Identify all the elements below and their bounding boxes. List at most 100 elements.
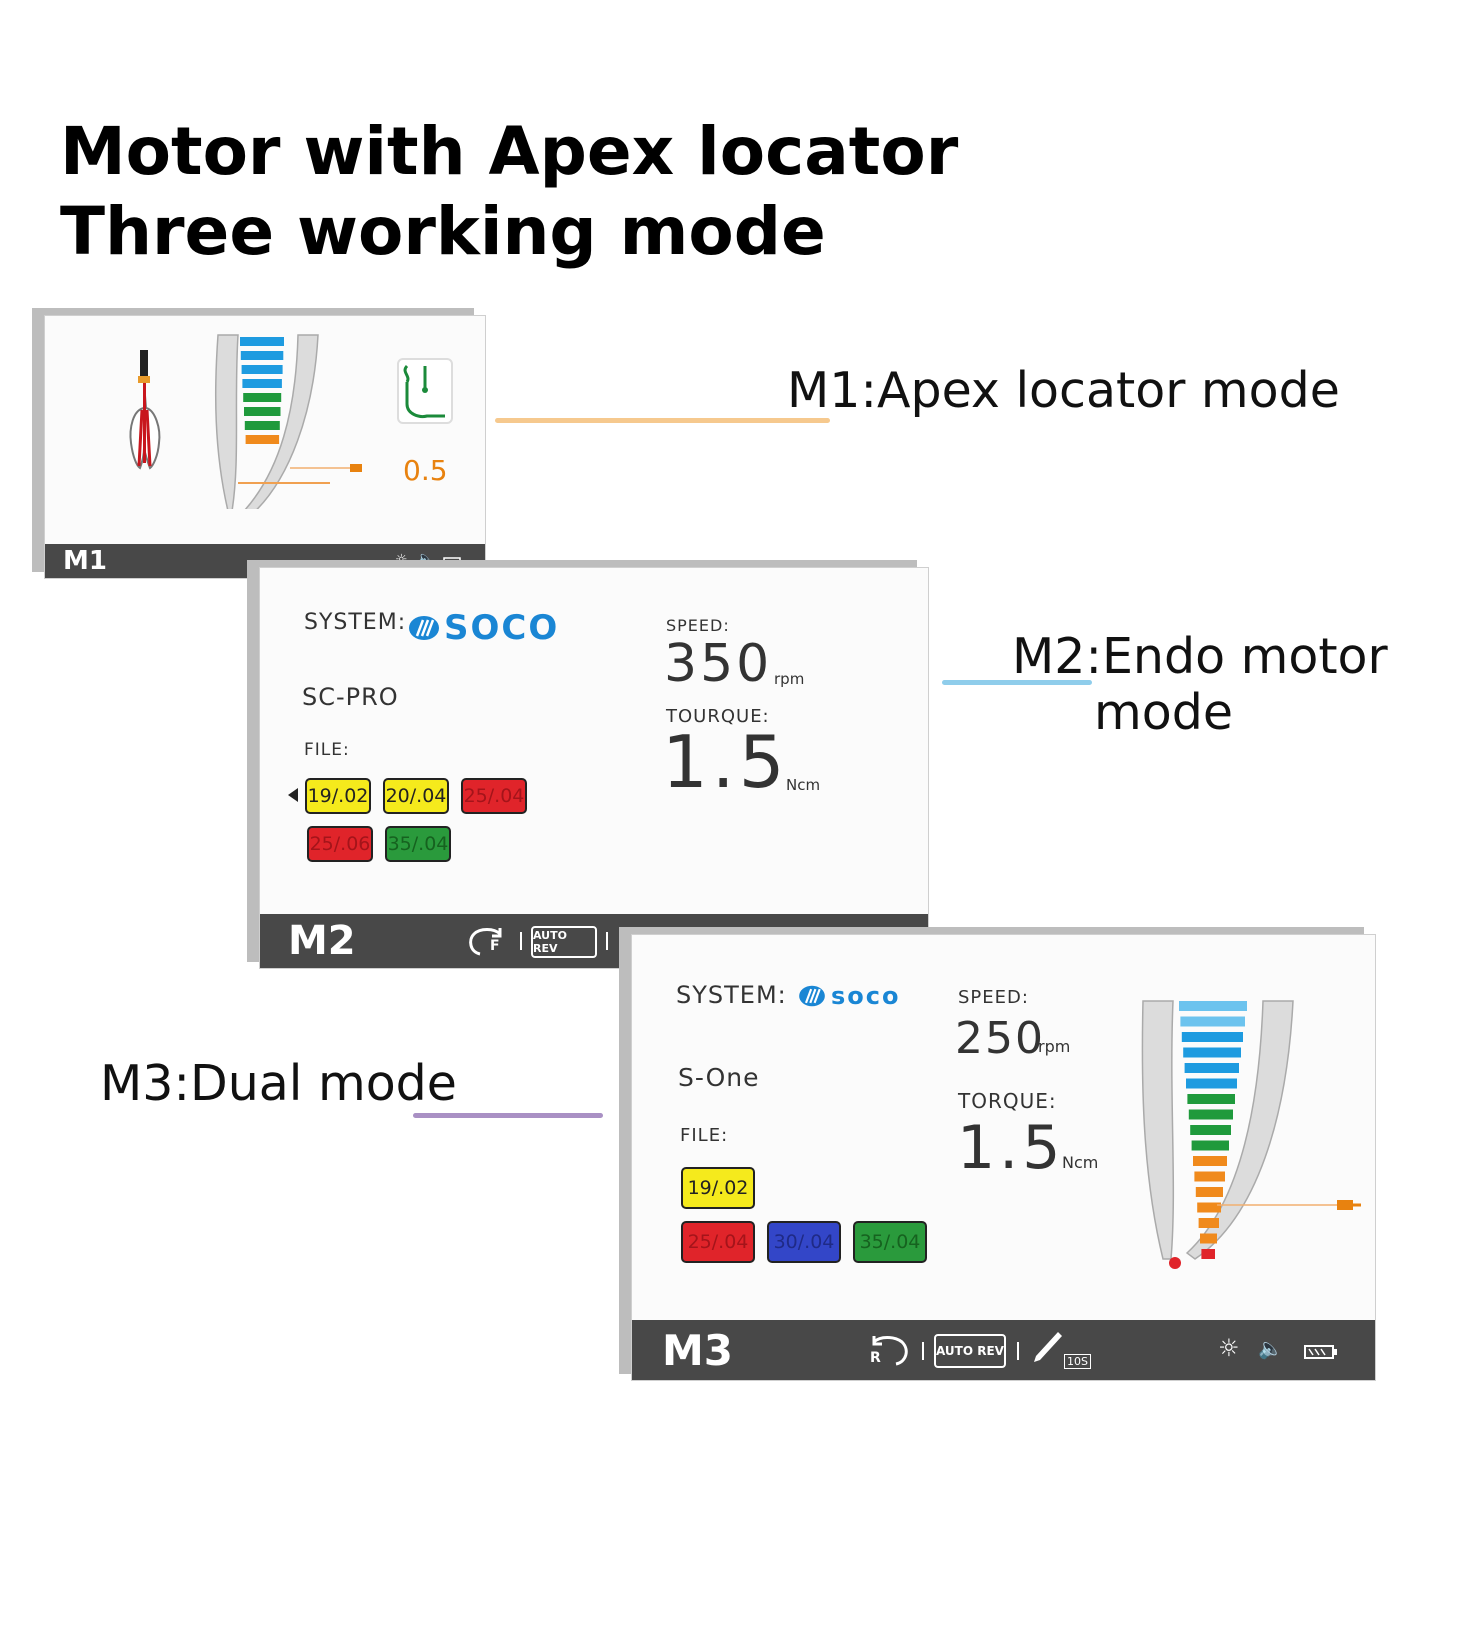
file-chip[interactable]: 19/.02 bbox=[305, 778, 371, 814]
divider bbox=[606, 932, 608, 950]
file-chip[interactable]: 25/.04 bbox=[681, 1221, 755, 1263]
brand-name: SOCO bbox=[444, 608, 560, 648]
mode-label: M1 bbox=[63, 546, 107, 576]
handpiece-time: 10S bbox=[1064, 1354, 1091, 1369]
brand-logo: SOCO bbox=[408, 608, 559, 648]
m1-callout: M1:Apex locator mode bbox=[787, 362, 1340, 419]
m2-callout-line2: mode bbox=[1094, 684, 1233, 741]
m3-callout: M3:Dual mode bbox=[100, 1055, 457, 1112]
gauge-bar bbox=[241, 365, 283, 374]
gauge-bar bbox=[1201, 1249, 1215, 1259]
auto-rev-badge[interactable]: AUTO REV bbox=[531, 926, 597, 958]
m3-status-bar: M3 R AUTO REV 10S ☼ 🔈 bbox=[632, 1320, 1375, 1380]
canal-gauge-icon bbox=[1141, 1000, 1294, 1269]
m1-screen: 0.5 M1 ☼ 🔈 bbox=[44, 315, 486, 579]
m2-screen: SYSTEM: SOCO SC-PRO FILE: 19/.02 20/.04 … bbox=[259, 567, 929, 969]
volume-icon: 🔈 bbox=[1258, 1336, 1283, 1360]
gauge-bar bbox=[240, 337, 284, 346]
forward-rotation-icon[interactable] bbox=[466, 926, 510, 958]
file-label: FILE: bbox=[680, 1125, 729, 1146]
title-line-1: Motor with Apex locator bbox=[60, 113, 959, 190]
title-line-2: Three working mode bbox=[60, 193, 826, 270]
file-system-name: SC-PRO bbox=[302, 683, 399, 711]
torque-value: 1.5 bbox=[957, 1113, 1065, 1183]
reverse-label: R bbox=[870, 1350, 881, 1366]
brightness-icon: ☼ bbox=[1218, 1334, 1240, 1362]
gauge-bar bbox=[1186, 1078, 1237, 1089]
m2-callout-line1: M2:Endo motor bbox=[1012, 628, 1388, 685]
m2-callout-line bbox=[942, 680, 1092, 685]
m3-screen: SYSTEM: soco S-One FILE: 19/.02 25/.04 3… bbox=[631, 934, 1376, 1381]
gauge-bar bbox=[1188, 1109, 1233, 1120]
tooth-icon bbox=[129, 350, 161, 470]
speed-label: SPEED: bbox=[666, 616, 730, 635]
torque-unit: Ncm bbox=[786, 776, 821, 794]
apex-pointer-icon bbox=[1217, 1200, 1361, 1210]
torque-label: TOURQUE: bbox=[666, 706, 770, 727]
system-label: SYSTEM: bbox=[304, 610, 407, 635]
speed-unit: rpm bbox=[774, 670, 805, 688]
gauge-bar bbox=[1187, 1094, 1235, 1104]
m1-callout-line bbox=[495, 418, 830, 423]
soco-logo-icon bbox=[409, 616, 439, 640]
torque-label: TORQUE: bbox=[958, 1089, 1057, 1113]
file-chip[interactable]: 30/.04 bbox=[767, 1221, 841, 1263]
divider bbox=[520, 932, 522, 950]
gauge-bar bbox=[1195, 1187, 1223, 1197]
gauge-bar bbox=[1183, 1047, 1241, 1058]
file-chip[interactable]: 35/.04 bbox=[853, 1221, 927, 1263]
brand-logo: soco bbox=[798, 982, 901, 1010]
lip-clip-icon bbox=[397, 358, 453, 424]
gauge-bar bbox=[1200, 1233, 1217, 1244]
speed-value: 350 bbox=[664, 634, 773, 694]
gauge-bar bbox=[244, 407, 281, 416]
battery-icon bbox=[443, 557, 462, 567]
gauge-bar bbox=[1184, 1063, 1239, 1073]
gauge-bar bbox=[1191, 1140, 1229, 1151]
gauge-bar bbox=[1181, 1032, 1243, 1042]
gauge-bar bbox=[1198, 1218, 1219, 1228]
gauge-bar bbox=[1190, 1125, 1231, 1135]
gauge-bar bbox=[240, 351, 284, 360]
divider bbox=[1017, 1342, 1019, 1360]
battery-icon bbox=[1304, 1345, 1337, 1359]
forward-label: F bbox=[490, 938, 500, 954]
divider bbox=[922, 1342, 924, 1360]
file-label: FILE: bbox=[304, 740, 350, 760]
speed-unit: rpm bbox=[1038, 1037, 1071, 1056]
torque-unit: Ncm bbox=[1062, 1153, 1099, 1172]
m3-callout-line bbox=[413, 1113, 603, 1118]
gauge-bar bbox=[1180, 1016, 1245, 1027]
volume-icon: 🔈 bbox=[417, 551, 435, 567]
mode-label: M2 bbox=[288, 918, 356, 964]
gauge-bar bbox=[1193, 1156, 1227, 1166]
gauge-bar bbox=[245, 435, 280, 444]
file-system-name: S-One bbox=[678, 1063, 760, 1092]
speed-label: SPEED: bbox=[958, 987, 1029, 1008]
gauge-bar bbox=[242, 379, 282, 388]
file-chip[interactable]: 35/.04 bbox=[385, 826, 451, 862]
speed-value: 250 bbox=[955, 1013, 1045, 1064]
apex-pointer-icon bbox=[290, 464, 362, 472]
torque-value: 1.5 bbox=[662, 720, 789, 804]
file-chip[interactable]: 20/.04 bbox=[383, 778, 449, 814]
gauge-bar bbox=[244, 421, 280, 430]
handpiece-icon bbox=[1034, 1332, 1062, 1362]
reverse-rotation-icon[interactable] bbox=[862, 1334, 912, 1368]
file-chip[interactable]: 19/.02 bbox=[681, 1167, 755, 1209]
file-chip[interactable]: 25/.04 bbox=[461, 778, 527, 814]
gauge-bar bbox=[1194, 1171, 1225, 1182]
apex-value: 0.5 bbox=[403, 454, 448, 487]
auto-rev-badge[interactable]: AUTO REV bbox=[934, 1334, 1006, 1368]
file-chip[interactable]: 25/.06 bbox=[307, 826, 373, 862]
gauge-bar bbox=[1197, 1202, 1221, 1213]
gauge-bar bbox=[1179, 1001, 1247, 1011]
brightness-icon: ☼ bbox=[395, 552, 408, 568]
canal-gauge-icon bbox=[214, 334, 330, 509]
soco-logo-icon bbox=[799, 985, 825, 1007]
gauge-bar bbox=[243, 393, 282, 402]
file-selector-arrow-icon bbox=[288, 788, 298, 802]
brand-name: soco bbox=[831, 982, 901, 1010]
system-label: SYSTEM: bbox=[676, 981, 787, 1009]
mode-label: M3 bbox=[662, 1326, 734, 1375]
